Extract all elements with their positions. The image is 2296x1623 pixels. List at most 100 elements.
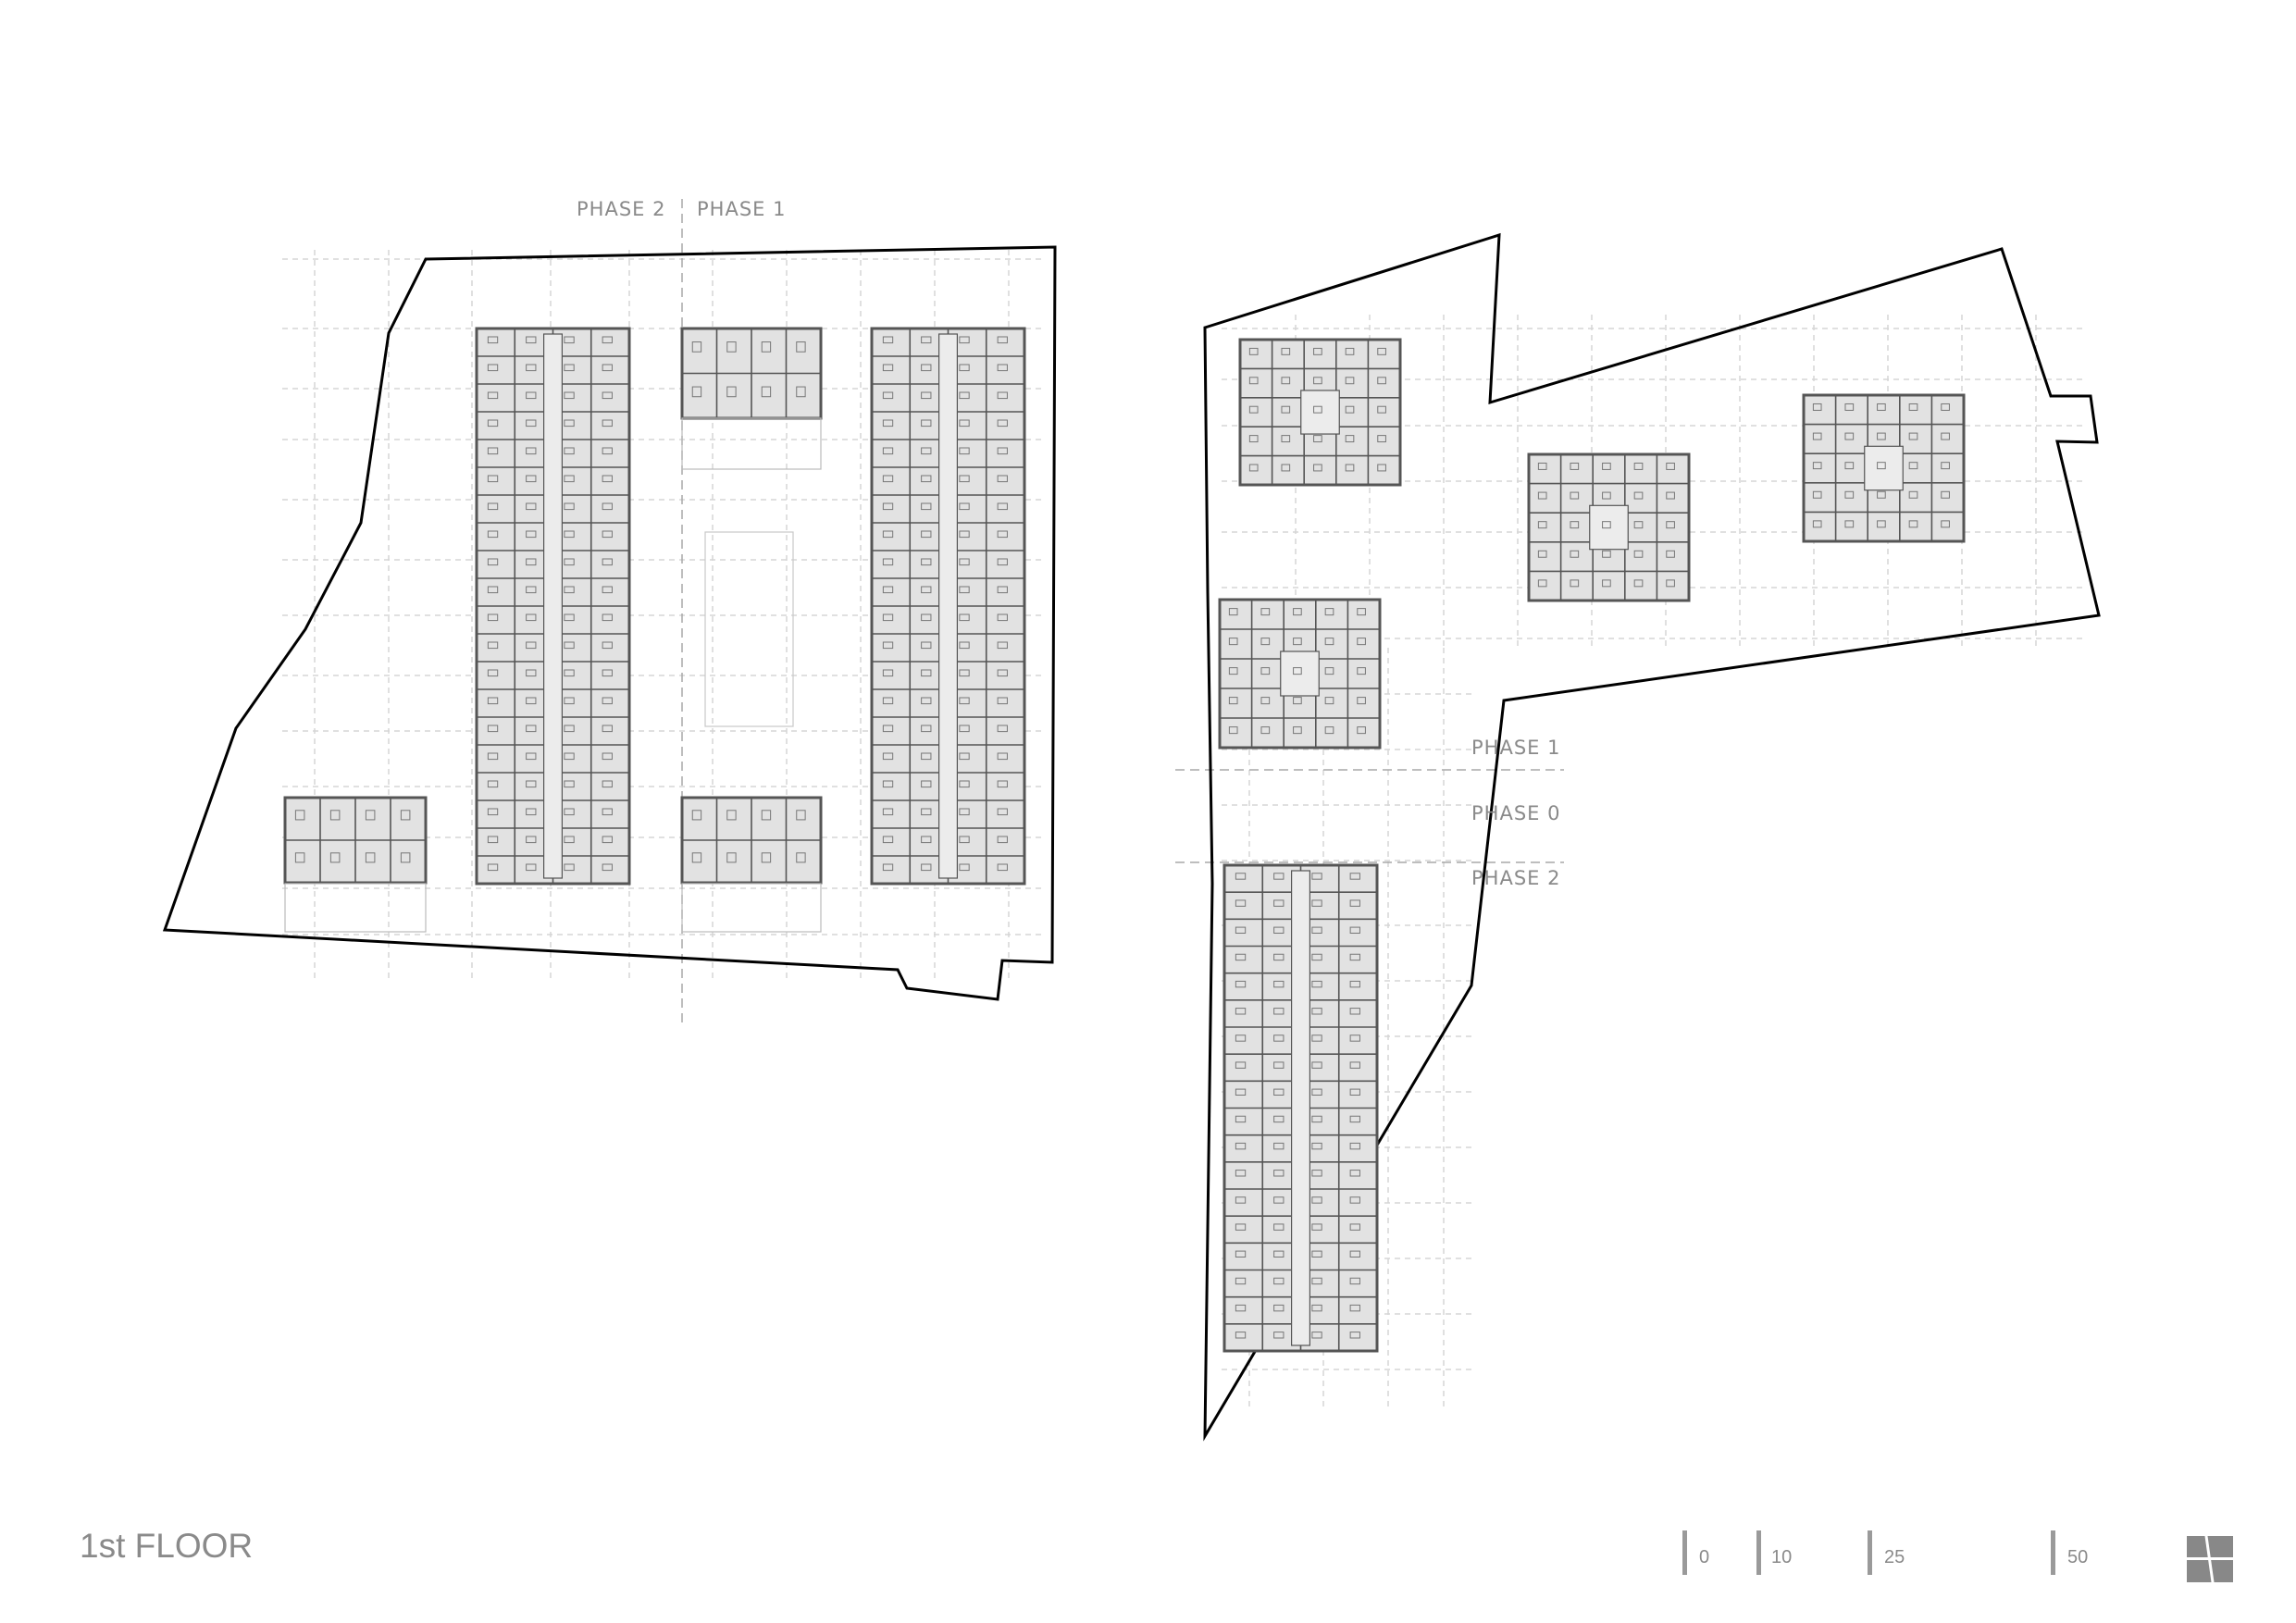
parking-strip: [681, 883, 822, 933]
room-detail: [997, 419, 1008, 427]
room-detail: [1311, 1277, 1322, 1285]
room-detail: [1235, 926, 1247, 934]
room-detail: [1311, 1061, 1322, 1069]
room-detail: [796, 852, 806, 863]
room-detail: [1877, 403, 1886, 411]
room-detail: [487, 697, 499, 705]
room-detail: [921, 502, 932, 511]
room-detail: [487, 530, 499, 539]
room-detail: [1311, 1250, 1322, 1258]
room-detail: [602, 863, 613, 872]
room-detail: [1349, 1142, 1360, 1150]
room-detail: [602, 586, 613, 594]
east-slab-block: [1222, 863, 1379, 1353]
central-corridor: [937, 333, 958, 879]
room-detail: [1877, 490, 1886, 499]
room-detail: [1293, 638, 1302, 646]
room-detail: [1235, 873, 1247, 880]
room-detail: [1273, 1277, 1285, 1285]
room-detail: [959, 364, 970, 372]
room-detail: [959, 419, 970, 427]
room-detail: [1235, 1250, 1247, 1258]
room-detail: [1844, 432, 1855, 440]
room-detail: [329, 852, 341, 863]
room-detail: [921, 725, 932, 733]
room-detail: [921, 475, 932, 483]
room-detail: [959, 613, 970, 622]
scale-label-0: 0: [1699, 1547, 1710, 1567]
room-detail: [526, 391, 537, 400]
room-detail: [796, 386, 806, 398]
room-detail: [1273, 1061, 1285, 1069]
room-detail: [487, 669, 499, 677]
room-detail: [1666, 579, 1675, 588]
room-detail: [921, 808, 932, 816]
room-detail: [959, 502, 970, 511]
room-detail: [921, 447, 932, 455]
east-tower-3: [1527, 452, 1691, 602]
room-detail: [1357, 667, 1366, 675]
room-detail: [526, 780, 537, 788]
room-detail: [726, 852, 737, 863]
room-detail: [602, 530, 613, 539]
room-detail: [1602, 579, 1611, 588]
room-detail: [602, 558, 613, 566]
room-detail: [1273, 1196, 1285, 1204]
room-detail: [1273, 926, 1285, 934]
room-detail: [1235, 1088, 1247, 1096]
room-detail: [1273, 1142, 1285, 1150]
room-detail: [1235, 899, 1247, 907]
room-detail: [602, 419, 613, 427]
room-detail: [882, 419, 894, 427]
room-detail: [1311, 980, 1322, 988]
room-detail: [1311, 1142, 1322, 1150]
room-detail: [1570, 462, 1580, 470]
room-detail: [1812, 520, 1822, 528]
room-detail: [1324, 608, 1334, 616]
room-detail: [1235, 1304, 1247, 1312]
room-detail: [1812, 403, 1822, 411]
room-detail: [487, 613, 499, 622]
room-detail: [1941, 490, 1950, 499]
room-detail: [726, 810, 737, 821]
buildings: [283, 327, 1966, 1353]
room-detail: [1235, 1223, 1247, 1231]
east-tower-2: [1218, 598, 1382, 750]
room-detail: [997, 669, 1008, 677]
room-detail: [882, 863, 894, 872]
room-detail: [1908, 432, 1918, 440]
room-detail: [726, 386, 737, 398]
room-detail: [602, 780, 613, 788]
room-detail: [882, 725, 894, 733]
room-detail: [921, 780, 932, 788]
west-rowhouse-west: [283, 796, 428, 885]
room-detail: [1908, 462, 1918, 470]
room-detail: [1377, 464, 1386, 472]
room-detail: [1313, 377, 1322, 385]
room-detail: [1666, 521, 1675, 529]
room-detail: [959, 725, 970, 733]
room-detail: [1633, 550, 1644, 558]
room-detail: [1235, 953, 1247, 961]
room-detail: [1570, 521, 1580, 529]
room-detail: [882, 364, 894, 372]
room-detail: [602, 697, 613, 705]
room-detail: [1273, 873, 1285, 880]
room-detail: [564, 530, 575, 539]
room-detail: [959, 447, 970, 455]
room-detail: [726, 341, 737, 353]
room-detail: [1311, 953, 1322, 961]
room-detail: [959, 752, 970, 761]
room-detail: [487, 447, 499, 455]
room-detail: [997, 475, 1008, 483]
room-detail: [400, 810, 411, 821]
room-detail: [1357, 608, 1366, 616]
room-detail: [1281, 347, 1291, 355]
room-detail: [1377, 405, 1386, 414]
room-detail: [997, 641, 1008, 650]
room-detail: [1273, 1250, 1285, 1258]
room-detail: [1311, 1088, 1322, 1096]
scale-label-10: 10: [1771, 1547, 1793, 1567]
room-detail: [921, 391, 932, 400]
room-detail: [1877, 462, 1886, 470]
